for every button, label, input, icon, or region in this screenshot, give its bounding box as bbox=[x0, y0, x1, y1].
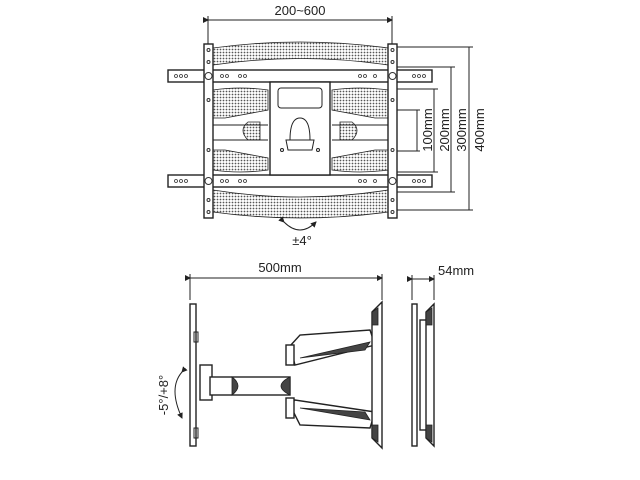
dim-300mm: 300mm bbox=[454, 108, 469, 151]
right-arm-lower bbox=[331, 149, 389, 173]
width-range-label: 200~600 bbox=[275, 3, 326, 18]
dim-100mm: 100mm bbox=[420, 108, 435, 151]
top-panel bbox=[212, 41, 389, 66]
dim-400mm: 400mm bbox=[472, 108, 487, 151]
tilt-arc-icon bbox=[174, 366, 188, 419]
vertical-dimensions: 100mm 200mm 300mm 400mm bbox=[397, 46, 487, 211]
width-dimension: 200~600 bbox=[203, 3, 393, 44]
bottom-panel bbox=[212, 189, 389, 219]
side-view-folded: 54mm bbox=[407, 263, 474, 448]
side-view-extended: 500mm -5°/+8° bbox=[156, 260, 383, 450]
left-arm-lower bbox=[212, 149, 269, 173]
depth-label: 54mm bbox=[438, 263, 474, 278]
rotation-arc-icon bbox=[278, 216, 317, 231]
front-view: 200~600 bbox=[167, 3, 487, 248]
tilt-arm bbox=[209, 376, 291, 396]
rotation-label: ±4° bbox=[292, 233, 312, 248]
tilt-label: -5°/+8° bbox=[156, 375, 171, 415]
right-vertical-bracket bbox=[387, 43, 398, 219]
tv-bracket bbox=[189, 303, 197, 447]
left-arm bbox=[212, 87, 269, 119]
wall-plate bbox=[371, 300, 383, 450]
extension-label: 500mm bbox=[258, 260, 301, 275]
dim-200mm: 200mm bbox=[437, 108, 452, 151]
left-vertical-bracket bbox=[203, 43, 214, 219]
center-plate bbox=[269, 81, 331, 176]
right-arm bbox=[331, 87, 389, 119]
